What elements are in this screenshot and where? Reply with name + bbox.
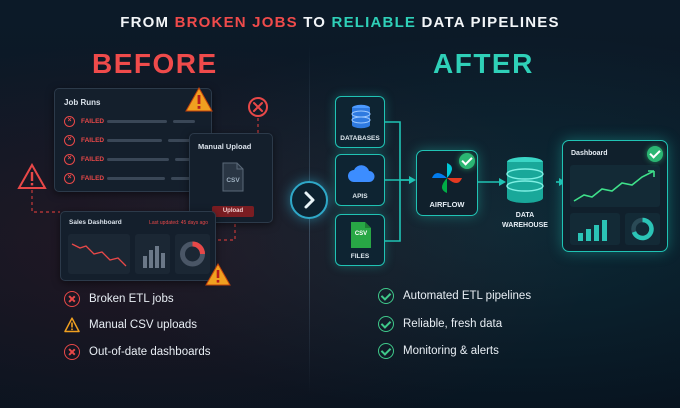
pipeline-connectors (380, 121, 566, 242)
last-updated-text: Last updated: 45 days ago (149, 220, 208, 226)
bar-chart-icon (143, 246, 165, 268)
check-circle-icon (378, 288, 394, 304)
x-circle-icon: × (64, 134, 75, 146)
title-part-3: TO (297, 14, 332, 31)
title-part-5: DATA PIPELINES (416, 14, 560, 31)
healthy-donut-tile (625, 213, 660, 245)
sales-dashboard-panel: Sales Dashboard Last updated: 45 days ag… (60, 211, 216, 281)
after-list-item: Reliable, fresh data (378, 316, 502, 332)
after-list-item: Automated ETL pipelines (378, 288, 531, 304)
row-placeholder-bar (107, 157, 169, 161)
transition-arrow-button (290, 181, 328, 219)
job-run-row: × FAILED (64, 172, 191, 184)
section-divider (309, 44, 310, 394)
row-placeholder-bar (173, 119, 195, 123)
warehouse-label-line1: DATA (515, 212, 535, 219)
cloud-icon (348, 165, 375, 182)
row-placeholder-bar (171, 176, 191, 180)
source-apis: APIS (335, 154, 385, 206)
check-circle-icon (378, 343, 394, 359)
bar-chart-tile (135, 234, 170, 274)
row-placeholder-bar (107, 119, 167, 123)
airflow-label: AIRFLOW (429, 200, 465, 209)
dashboard-title: Dashboard (571, 150, 608, 157)
declining-line-chart (71, 243, 127, 267)
warning-icon (64, 317, 80, 333)
x-circle-icon (64, 344, 80, 360)
rising-bars-tile (570, 213, 620, 245)
chevron-right-icon (304, 191, 315, 209)
before-list-item: Out-of-date dashboards (64, 344, 210, 360)
data-warehouse-icon (506, 157, 544, 203)
job-status: FAILED (81, 155, 105, 163)
x-circle-icon: × (64, 115, 75, 127)
source-label: DATABASES (340, 135, 380, 142)
warning-icon (205, 262, 231, 286)
warning-icon (185, 86, 213, 112)
before-list-text: Broken ETL jobs (89, 293, 174, 305)
donut-chart-tile (175, 234, 210, 274)
manual-upload-title: Manual Upload (198, 142, 252, 151)
job-runs-panel: Job Runs × FAILED × FAILED × FAILED × FA… (54, 88, 212, 192)
title-part-1: FROM (120, 14, 175, 31)
row-placeholder-bar (168, 138, 192, 142)
page-title: FROM BROKEN JOBS TO RELIABLE DATA PIPELI… (0, 14, 680, 31)
source-files: CSV FILES (335, 214, 385, 266)
title-part-broken-jobs: BROKEN JOBS (174, 14, 298, 31)
after-list-item: Monitoring & alerts (378, 343, 499, 359)
x-circle-icon: × (64, 153, 75, 165)
manual-upload-panel: Manual Upload CSV Upload (189, 133, 273, 223)
donut-chart-icon (631, 217, 654, 241)
job-runs-title: Job Runs (64, 98, 101, 107)
donut-chart-icon (180, 241, 205, 267)
warehouse-label-line2: WAREHOUSE (502, 222, 548, 229)
check-badge-icon (459, 153, 475, 169)
x-circle-icon (64, 291, 80, 307)
check-circle-icon (378, 316, 394, 332)
healthy-dashboard-panel: Dashboard (562, 140, 668, 252)
declining-chart-tile (68, 234, 130, 274)
title-part-reliable: RELIABLE (331, 14, 417, 31)
csv-file-icon (222, 162, 244, 192)
before-heading: BEFORE (92, 48, 218, 79)
data-warehouse-label: DATA WAREHOUSE (495, 211, 555, 231)
warning-icon (17, 163, 47, 189)
sales-dashboard-title: Sales Dashboard (69, 219, 122, 226)
csv-file-label: CSV (354, 231, 368, 237)
job-run-row: × FAILED (64, 134, 192, 146)
before-list-item: Manual CSV uploads (64, 317, 197, 333)
after-list-text: Reliable, fresh data (403, 318, 503, 330)
growth-chart-tile (570, 165, 660, 207)
csv-file-icon (351, 222, 371, 248)
row-placeholder-bar (175, 157, 193, 161)
row-placeholder-bar (107, 138, 162, 142)
check-badge-icon (647, 146, 663, 162)
source-label: APIS (352, 193, 368, 200)
before-list-text: Manual CSV uploads (89, 319, 198, 331)
source-label: FILES (350, 253, 370, 260)
job-run-row: × FAILED (64, 153, 193, 165)
airflow-pinwheel-icon (432, 163, 462, 193)
rising-bar-chart-icon (578, 220, 607, 241)
before-list-item: Broken ETL jobs (64, 291, 174, 307)
source-databases: DATABASES (335, 96, 385, 148)
after-heading: AFTER (433, 48, 534, 79)
row-placeholder-bar (107, 176, 165, 180)
before-list-text: Out-of-date dashboards (89, 346, 211, 358)
error-x-icon (248, 97, 268, 117)
csv-file-label: CSV (226, 177, 240, 184)
job-status: FAILED (81, 136, 105, 144)
database-icon (351, 104, 371, 129)
growth-line-chart (573, 170, 655, 202)
job-run-row: × FAILED (64, 115, 195, 127)
after-list-text: Automated ETL pipelines (403, 290, 532, 302)
after-list-text: Monitoring & alerts (403, 345, 499, 357)
job-status: FAILED (81, 117, 105, 125)
job-status: FAILED (81, 174, 105, 182)
upload-button[interactable]: Upload (212, 206, 254, 217)
x-circle-icon: × (64, 172, 75, 184)
